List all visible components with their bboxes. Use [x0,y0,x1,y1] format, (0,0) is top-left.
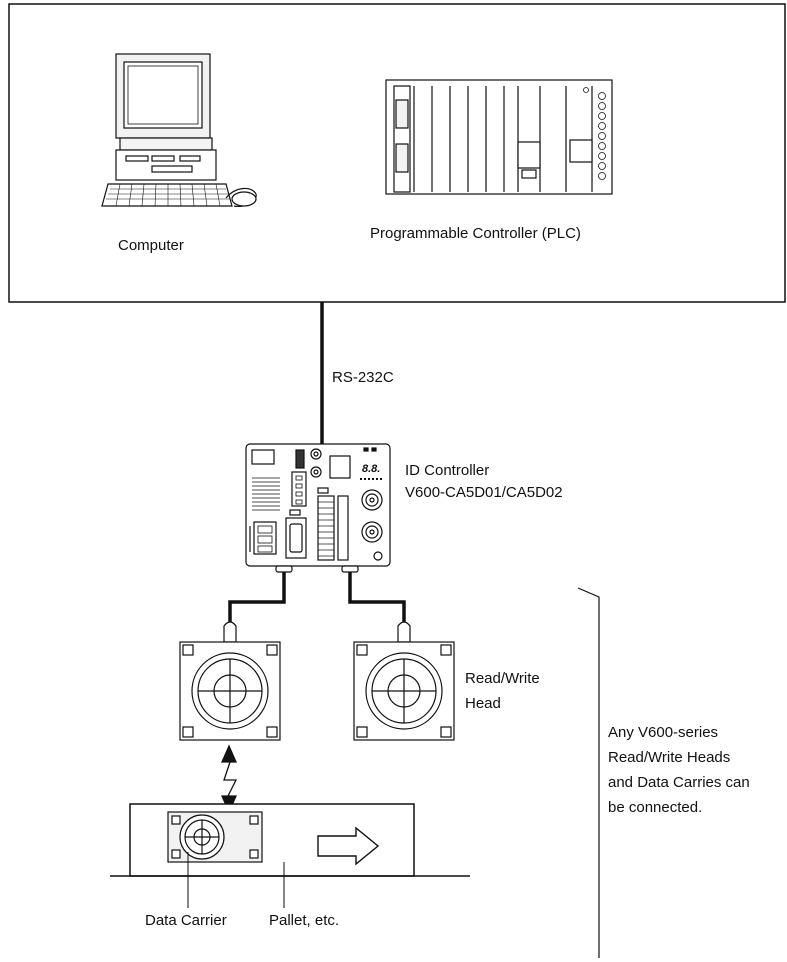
read-write-head-icon [179,621,281,741]
svg-text:8.8.: 8.8. [362,463,380,475]
read-write-head-icon [353,621,455,741]
data-carrier-icon [167,811,263,863]
id-controller-model: V600-CA5D01/CA5D02 [405,484,563,501]
computer-icon [101,53,257,207]
rs232c-label: RS-232C [332,369,394,386]
computer-label: Computer [118,237,184,254]
note-line-3: and Data Carries can [608,774,750,791]
rw-head-label-line1: Read/Write [465,670,540,687]
rw-head-label-line2: Head [465,695,501,712]
note-line-2: Read/Write Heads [608,749,730,766]
head-cable-left [228,572,286,626]
host-enclosure [8,3,786,303]
pallet-label: Pallet, etc. [269,912,339,929]
data-carrier-label: Data Carrier [145,912,227,929]
id-controller-title: ID Controller [405,462,489,479]
note-line-1: Any V600-series [608,724,718,741]
plc-label: Programmable Controller (PLC) [370,225,581,242]
plc-icon [385,79,613,195]
wireless-signal-icon [221,744,238,814]
id-controller-icon: 8.8. [245,443,391,573]
scope-bracket [577,587,600,958]
head-cable-right [348,572,406,626]
note-line-4: be connected. [608,799,702,816]
direction-arrow-icon [317,826,380,866]
